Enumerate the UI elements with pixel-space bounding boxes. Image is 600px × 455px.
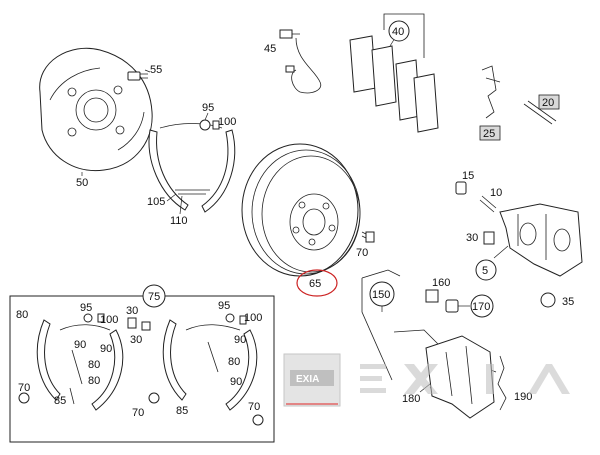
caliper-carrier-180	[425, 335, 495, 419]
bleeder-10	[479, 195, 497, 213]
callout-15: 15	[462, 170, 474, 182]
callout-55: 55	[150, 64, 162, 76]
kit-80b: 80	[88, 359, 100, 371]
exia-watermark-logo: EXIA	[283, 353, 570, 407]
callout-75: 75	[148, 291, 160, 303]
callout-170: 170	[472, 301, 490, 313]
svg-text:EXIA: EXIA	[296, 374, 319, 385]
pin-160	[425, 289, 439, 303]
kit-box-75	[9, 295, 275, 443]
callout-box-25	[479, 125, 501, 141]
callout-50: 50	[76, 177, 88, 189]
callout-190: 190	[514, 391, 532, 403]
callout-150: 150	[372, 289, 390, 301]
kit-shoes-right	[148, 313, 264, 426]
adjuster-95-100	[199, 119, 220, 131]
spring-clip-25	[481, 65, 501, 119]
kit-70c: 70	[248, 401, 260, 413]
kit-90a: 90	[74, 339, 86, 351]
cap-15	[455, 181, 467, 195]
callout-box-20	[538, 94, 560, 110]
callout-65: 65	[309, 278, 321, 290]
kit-95: 95	[80, 302, 92, 314]
kit-30b: 30	[130, 334, 142, 346]
bushing-170	[445, 299, 459, 313]
callout-circle-40	[388, 20, 410, 42]
callout-95a: 95	[202, 102, 214, 114]
kit-shoes-left	[18, 313, 151, 411]
guide-pin-20	[523, 100, 557, 125]
dust-shield-50	[39, 47, 153, 172]
kit-100b: 100	[244, 312, 262, 324]
callout-70a: 70	[356, 247, 368, 259]
kit-100: 100	[100, 314, 118, 326]
bolt-55	[127, 71, 148, 81]
kit-90d: 90	[230, 376, 242, 388]
caliper-bracket-35	[540, 292, 556, 308]
kit-70a: 70	[18, 382, 30, 394]
caliper-5	[499, 203, 583, 277]
callout-35: 35	[562, 296, 574, 308]
kit-95b: 95	[218, 300, 230, 312]
callout-circle-5	[475, 259, 497, 281]
callout-20: 20	[542, 97, 554, 109]
kit-80c: 80	[88, 375, 100, 387]
brake-pads-40	[349, 13, 439, 133]
highlight-65	[296, 269, 338, 297]
kit-80a: 80	[16, 309, 28, 321]
callout-10: 10	[490, 187, 502, 199]
anti-rattle-clip-190	[497, 355, 507, 411]
callout-circle-170	[470, 294, 494, 318]
callout-circle-75	[142, 284, 166, 308]
kit-30: 30	[126, 305, 138, 317]
kit-90c: 90	[234, 334, 246, 346]
kit-85a: 85	[54, 395, 66, 407]
bolt-30	[483, 231, 495, 245]
bolt-70	[361, 231, 375, 243]
kit-90b: 90	[100, 343, 112, 355]
callout-25: 25	[483, 128, 495, 140]
kit-85b: 85	[176, 405, 188, 417]
callout-110: 110	[170, 215, 188, 227]
wear-sensor-45	[279, 29, 322, 94]
callout-180: 180	[402, 393, 420, 405]
callout-45: 45	[264, 43, 276, 55]
brake-disc-65	[241, 143, 361, 277]
kit-70b: 70	[132, 407, 144, 419]
callout-40: 40	[392, 26, 404, 38]
carrier-bracket-150	[361, 269, 497, 389]
callout-100a: 100	[218, 116, 236, 128]
callout-30a: 30	[466, 232, 478, 244]
callout-105: 105	[147, 196, 165, 208]
kit-80d: 80	[228, 356, 240, 368]
callout-5: 5	[482, 265, 488, 277]
callout-160: 160	[432, 277, 450, 289]
